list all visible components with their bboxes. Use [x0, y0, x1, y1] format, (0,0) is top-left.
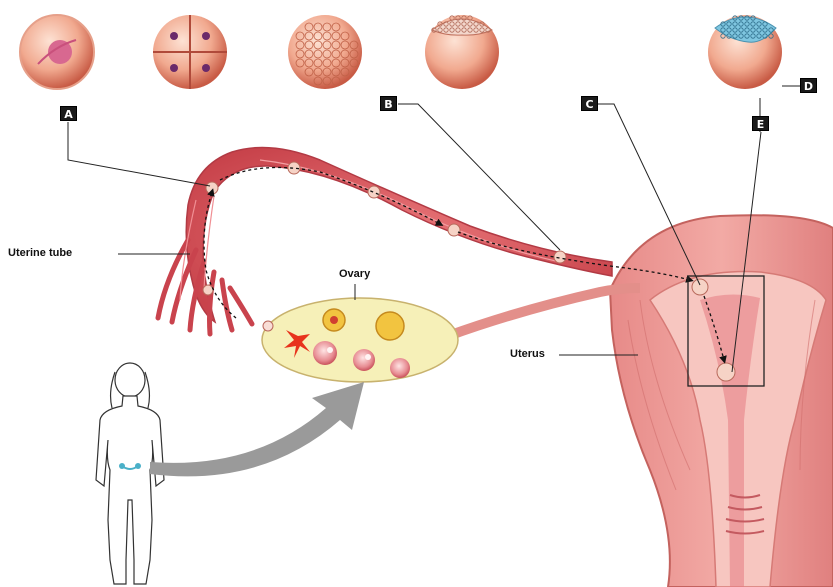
- corpus-luteum-large: [376, 312, 404, 340]
- uterus: [610, 215, 833, 587]
- early-blastocyst-stage: [425, 15, 499, 89]
- follicle-1: [313, 341, 337, 365]
- marker-e: E: [752, 116, 769, 131]
- uterus-label: Uterus: [510, 348, 545, 360]
- ovary: [262, 298, 458, 382]
- uterine-tube-label: Uterine tube: [8, 247, 72, 259]
- ovary-label: Ovary: [339, 268, 370, 280]
- released-oocyte: [263, 321, 273, 331]
- marker-b: B: [380, 96, 397, 111]
- follicle-2: [353, 349, 375, 371]
- follicle-3: [390, 358, 410, 378]
- blastocyst-stage: [708, 15, 782, 89]
- marker-d: D: [800, 78, 817, 93]
- four-cell-stage: [153, 15, 227, 89]
- zygote-stage: [20, 15, 94, 89]
- morula-stage: [288, 15, 362, 89]
- marker-c: C: [581, 96, 598, 111]
- zoom-arrow: [150, 382, 364, 476]
- marker-a: A: [60, 106, 77, 121]
